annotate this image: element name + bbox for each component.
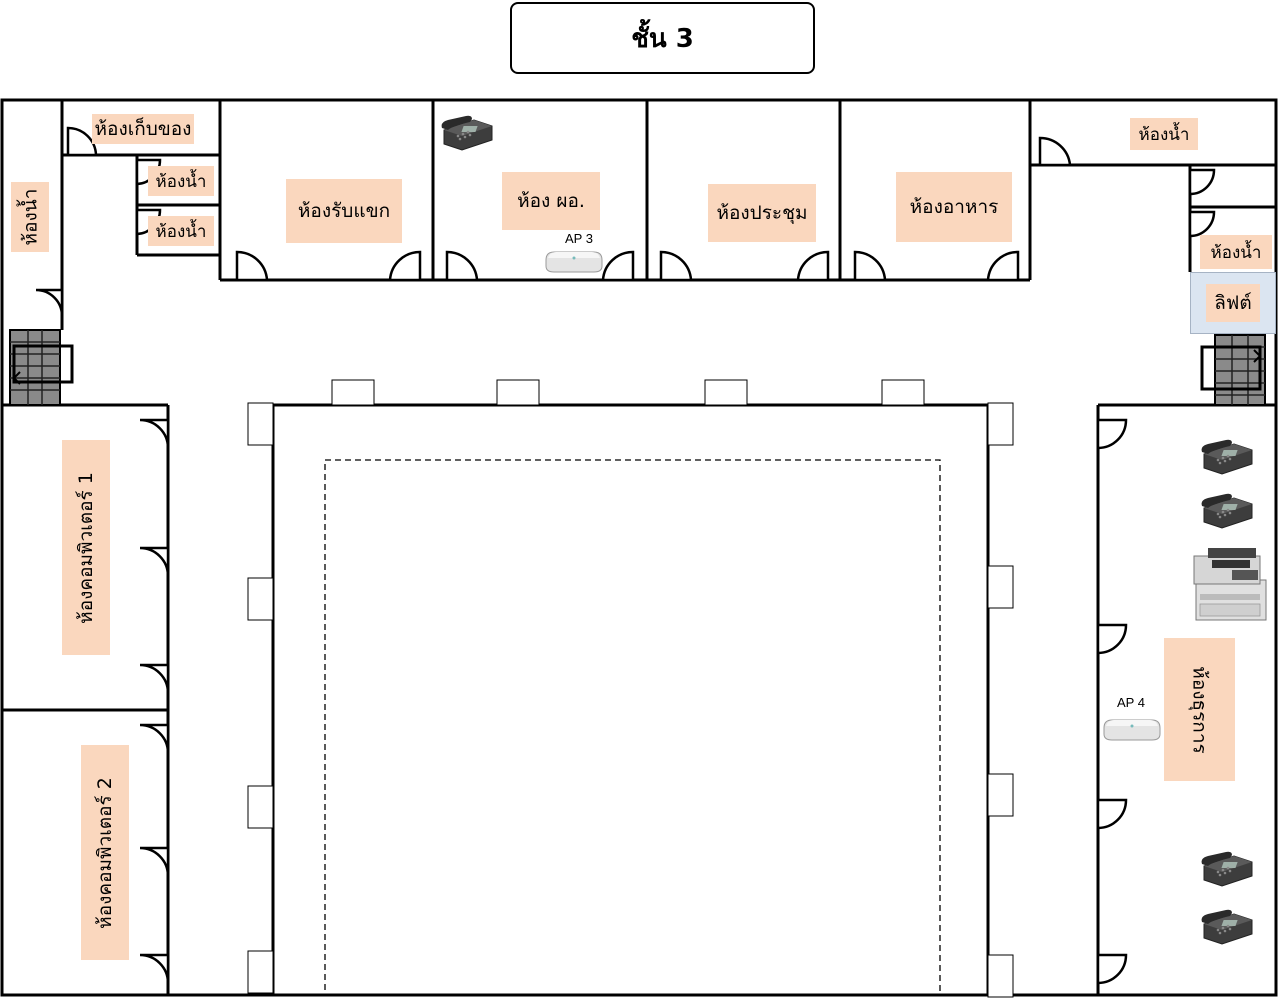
desk-phone-icon	[1201, 439, 1253, 475]
desk-phone-icon	[1201, 493, 1253, 529]
room-label-toilet-right-top: ห้องน้ำ	[1130, 118, 1198, 150]
room-label-toilet-right: ห้องน้ำ	[1200, 235, 1272, 269]
room-label-computer-2: ห้องคอมพิวเตอร์ 2	[81, 745, 129, 960]
stairs-right-icon	[1200, 334, 1266, 406]
wireless-access-point-icon	[1103, 719, 1161, 741]
room-label-toilet-left: ห้องน้ำ	[11, 182, 49, 252]
fax-printer-icon	[1193, 548, 1267, 621]
room-label-reception: ห้องรับแขก	[286, 179, 402, 243]
desk-phone-icon	[1201, 851, 1253, 887]
room-label-meeting: ห้องประชุม	[708, 184, 816, 242]
room-label-lift: ลิฟต์	[1190, 272, 1276, 334]
room-label-toilet-b: ห้องน้ำ	[148, 216, 214, 246]
floor-title: ชั้น 3	[510, 2, 815, 74]
stairs-left-icon	[9, 329, 74, 406]
ap3-label: AP 3	[565, 231, 593, 246]
room-label-director: ห้อง ผอ.	[502, 172, 600, 230]
room-label-toilet-a: ห้องน้ำ	[148, 166, 214, 196]
ap4-label: AP 4	[1117, 695, 1145, 710]
desk-phone-icon	[1201, 909, 1253, 945]
lift-label-text: ลิฟต์	[1206, 284, 1260, 322]
room-label-dining: ห้องอาหาร	[896, 172, 1012, 242]
desk-phone-icon	[441, 115, 493, 151]
room-label-office: ห้องธุรการ	[1164, 638, 1235, 781]
wireless-access-point-icon	[545, 251, 603, 273]
room-label-computer-1: ห้องคอมพิวเตอร์ 1	[62, 440, 110, 655]
room-label-storage: ห้องเก็บของ	[92, 114, 194, 144]
